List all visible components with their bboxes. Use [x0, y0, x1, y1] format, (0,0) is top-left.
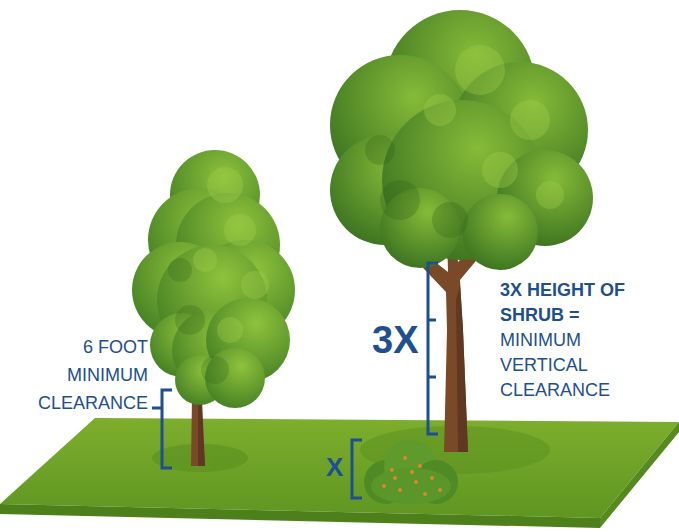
dimension-label: X — [326, 452, 348, 482]
rule-label: MINIMUM VERTICAL CLEARANCE — [500, 328, 625, 403]
dimension-brackets — [152, 263, 438, 498]
rule-heading: 3X HEIGHT OF SHRUB = — [500, 278, 625, 328]
shrub — [364, 440, 458, 504]
multiplier-label: 3X — [372, 318, 424, 362]
clearance-label: 6 FOOT MINIMUM CLEARANCE — [28, 333, 148, 417]
ground — [0, 418, 679, 528]
small-tree — [132, 150, 295, 466]
